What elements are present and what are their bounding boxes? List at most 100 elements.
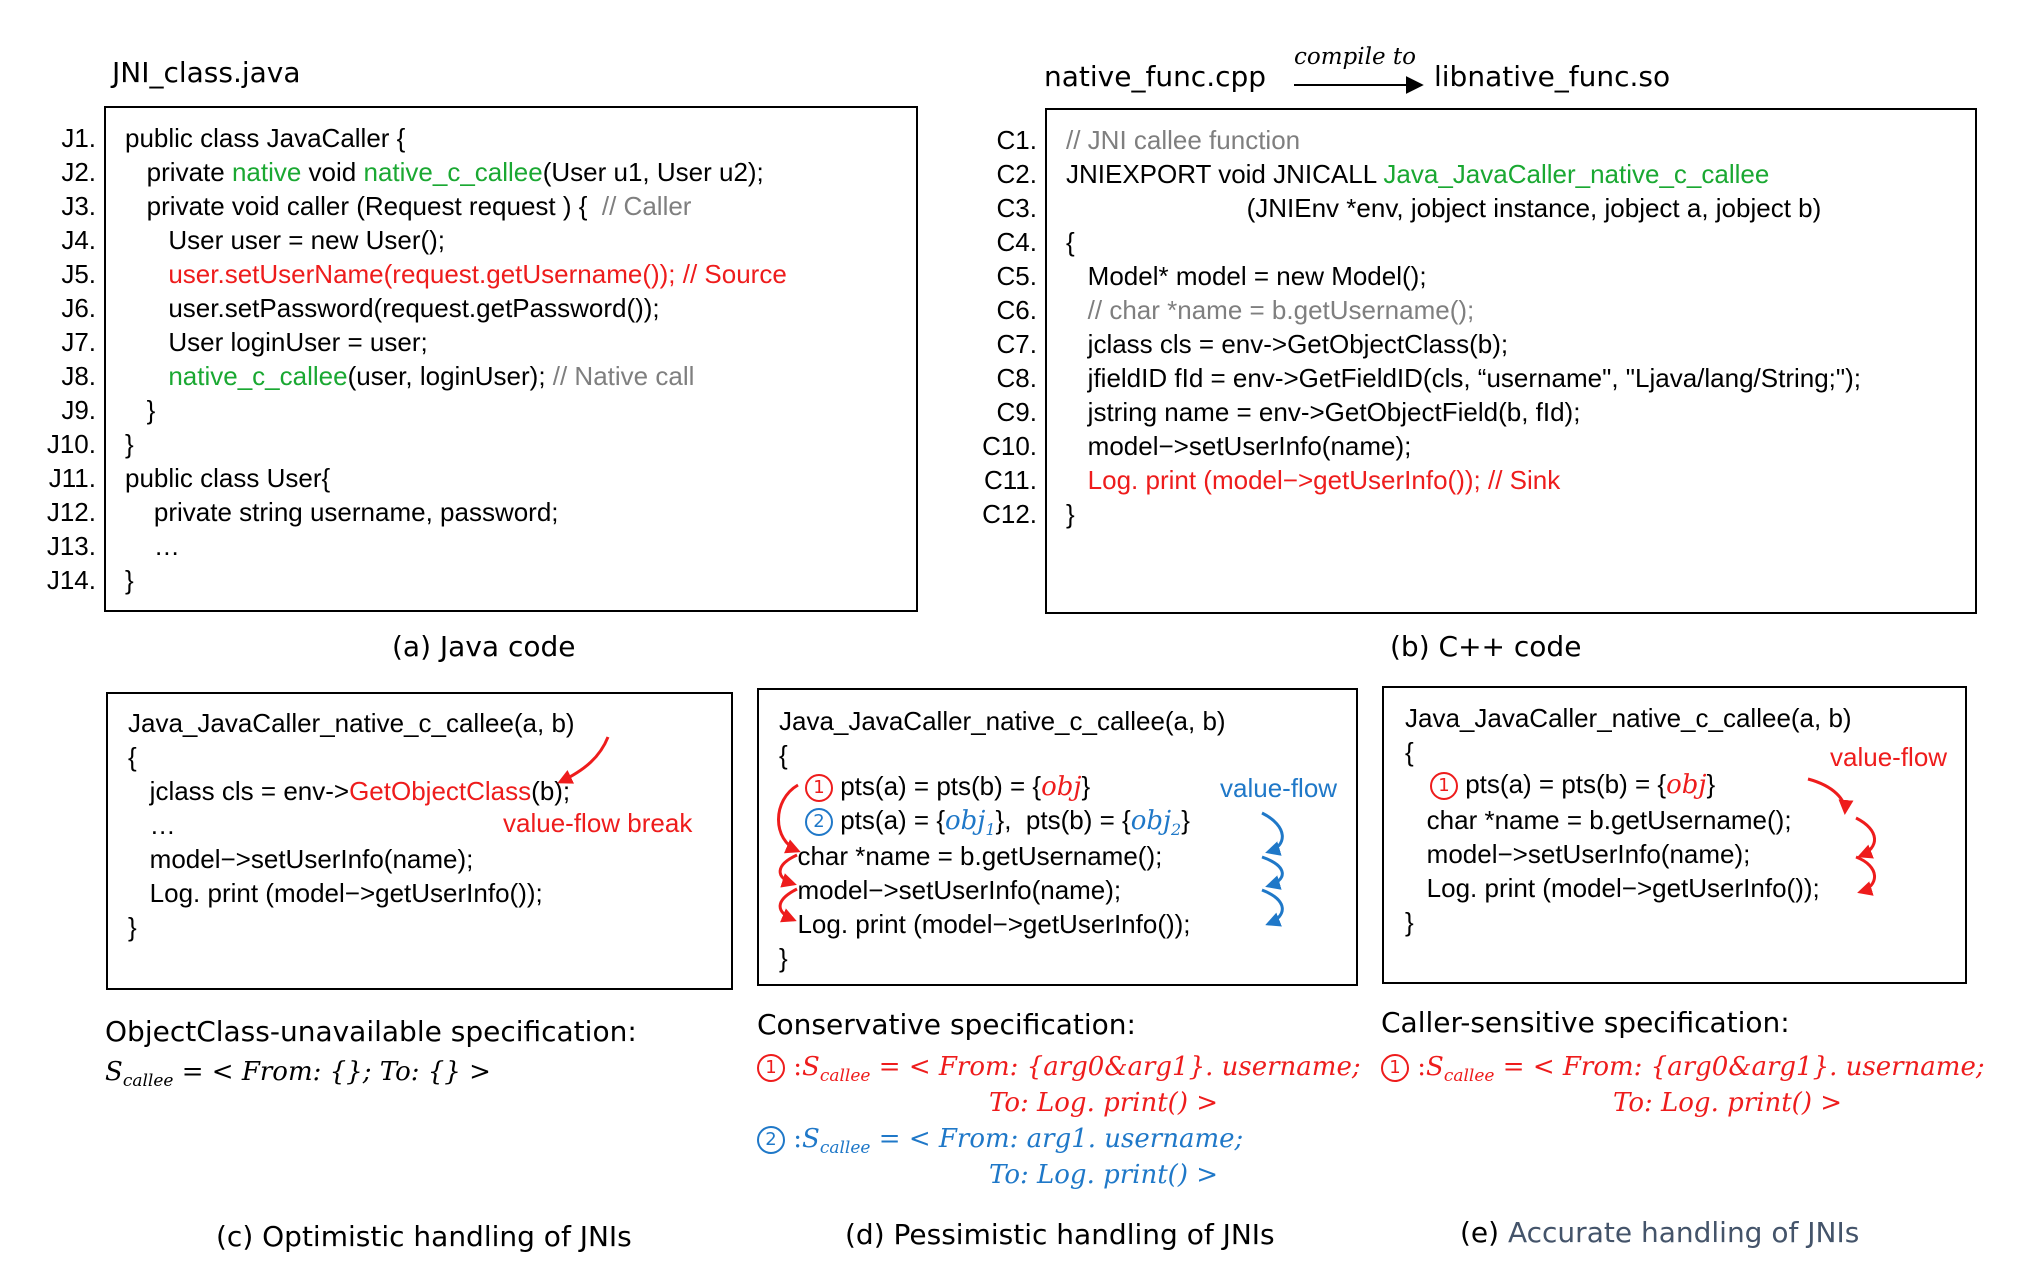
code-line: Java_JavaCaller_native_c_callee(a, b)	[1405, 703, 1852, 733]
obj-symbol: obj	[945, 806, 986, 836]
spec-colon: :	[785, 1052, 803, 1082]
code-line: jfieldID fId = env->GetFieldID(cls, “use…	[1066, 363, 1862, 393]
code-text: JNIEXPORT void JNICALL	[1066, 159, 1384, 189]
line-number: J3.	[61, 191, 96, 221]
native-keyword: native	[231, 157, 302, 187]
accurate-spec-title: Caller-sensitive specification:	[1381, 1006, 1790, 1039]
value-flow-break-arrow	[557, 736, 610, 784]
code-comment: // Caller	[601, 191, 692, 221]
spec-from: = < From: {arg0&arg1}. username;	[1494, 1052, 1985, 1082]
code-line: Model* model = new Model();	[1066, 261, 1427, 291]
cpp-target-library: libnative_func.so	[1434, 60, 1671, 93]
code-line: {	[1066, 227, 1075, 257]
line-number: J6.	[61, 293, 96, 323]
code-comment: // char *name = b.getUsername();	[1066, 295, 1475, 325]
accurate-caption: (e) Accurate handling of JNIs	[1460, 1216, 1859, 1249]
spec-body: = < From: {}; To: {} >	[173, 1057, 491, 1087]
spec-from: = < From: arg1. username;	[870, 1124, 1244, 1154]
line-number: J14.	[46, 565, 96, 595]
optimistic-caption: (c) Optimistic handling of JNIs	[216, 1220, 632, 1253]
code-comment: // Native call	[552, 361, 695, 391]
caption-label: (e)	[1460, 1216, 1508, 1249]
code-line: char *name = b.getUsername();	[1405, 805, 1792, 835]
marker-1: 1	[1430, 772, 1458, 800]
code-line: private void caller (Request request ) {…	[125, 189, 692, 223]
spec-symbol: S	[1426, 1052, 1444, 1082]
spec-subscript: callee	[819, 1066, 871, 1087]
code-text: pts(a) = pts(b) = {	[1458, 769, 1667, 799]
code-line: jclass cls = env->GetObjectClass(b);	[128, 774, 571, 808]
line-number: J2.	[61, 157, 96, 187]
code-comment: // JNI callee function	[1066, 125, 1301, 155]
value-flow-label: value-flow	[1220, 773, 1338, 803]
line-number: J7.	[61, 327, 96, 357]
line-number: J4.	[61, 225, 96, 255]
spec-symbol: S	[802, 1052, 820, 1082]
code-line: User user = new User();	[125, 225, 446, 255]
compile-label: compile to	[1294, 44, 1416, 70]
native-call-line: native_c_callee(user, loginUser); // Nat…	[125, 359, 694, 393]
line-number: J11.	[48, 463, 96, 493]
code-text: }	[1181, 805, 1190, 835]
code-line: model−>setUserInfo(name);	[1405, 839, 1751, 869]
code-line: …	[125, 531, 180, 561]
marker-1: 1	[1381, 1054, 1409, 1082]
line-number: C7.	[996, 329, 1037, 359]
code-line: user.setPassword(request.getPassword());	[125, 293, 660, 323]
code-line: }	[125, 395, 156, 425]
code-line: char *name = b.getUsername();	[783, 841, 1163, 871]
line-number: C12.	[982, 499, 1037, 529]
line-number: J1.	[61, 123, 96, 153]
code-line: }	[125, 429, 134, 459]
red-flow-arrow	[778, 853, 798, 888]
accurate-spec-1: 1 :Scallee = < From: {arg0&arg1}. userna…	[1381, 1052, 1985, 1086]
line-number: C6.	[996, 295, 1037, 325]
code-line: {	[1405, 737, 1414, 767]
code-line: public class User{	[125, 463, 331, 493]
pessimistic-spec-1-to: To: Log. print() >	[989, 1088, 1219, 1118]
cpp-code-box	[1045, 108, 1977, 614]
line-number: C10.	[982, 431, 1037, 461]
line-number: J9.	[61, 395, 96, 425]
code-line: Java_JavaCaller_native_c_callee(a, b)	[779, 706, 1226, 736]
code-line: jstring name = env->GetObjectField(b, fI…	[1066, 397, 1581, 427]
red-flow-arrow	[1855, 855, 1876, 896]
code-text: }	[1081, 771, 1091, 801]
line-number: J5.	[61, 259, 96, 289]
line-number: J8.	[61, 361, 96, 391]
obj-subscript: 1	[985, 820, 996, 840]
code-text: (User u1, User u2);	[542, 157, 764, 187]
code-line: {	[779, 740, 788, 770]
line-number: C8.	[996, 363, 1037, 393]
red-flow-arrow	[1855, 816, 1876, 859]
optimistic-spec: Scallee = < From: {}; To: {} >	[105, 1057, 491, 1091]
spec-subscript: callee	[122, 1071, 174, 1092]
code-line: public class JavaCaller {	[125, 123, 406, 153]
code-text: private	[125, 157, 232, 187]
spec-symbol: S	[802, 1124, 820, 1154]
spec-colon: :	[785, 1124, 803, 1154]
obj-symbol: obj	[1130, 806, 1172, 836]
code-line: 2 pts(a) = {obj1}, pts(b) = {obj2}	[805, 803, 1190, 847]
blue-flow-arrow	[1261, 888, 1284, 927]
code-line: Log. print (model−>getUserInfo());	[128, 878, 543, 908]
code-text: private void caller (Request request ) {	[125, 191, 602, 221]
broken-call: GetObjectClass	[349, 776, 532, 806]
code-line: User loginUser = user;	[125, 327, 428, 357]
marker-2: 2	[757, 1126, 785, 1154]
line-number: J12.	[46, 497, 96, 527]
value-flow-label: value-flow	[1830, 742, 1948, 772]
line-number: C4.	[996, 227, 1037, 257]
code-line: Log. print (model−>getUserInfo());	[783, 909, 1191, 939]
code-line: }	[779, 943, 788, 973]
spec-subscript: callee	[819, 1138, 871, 1159]
java-caption: (a) Java code	[392, 630, 576, 663]
code-line: JNIEXPORT void JNICALL Java_JavaCaller_n…	[1066, 157, 1769, 191]
red-flow-arrow	[778, 887, 798, 923]
blue-flow-arrow	[1261, 811, 1284, 856]
line-number: J13.	[46, 531, 96, 561]
code-line: Java_JavaCaller_native_c_callee(a, b)	[128, 708, 575, 738]
code-line: jclass cls = env->GetObjectClass(b);	[1066, 329, 1509, 359]
optimistic-spec-title: ObjectClass-unavailable specification:	[105, 1015, 637, 1048]
native-function-name: Java_JavaCaller_native_c_callee	[1383, 159, 1770, 189]
